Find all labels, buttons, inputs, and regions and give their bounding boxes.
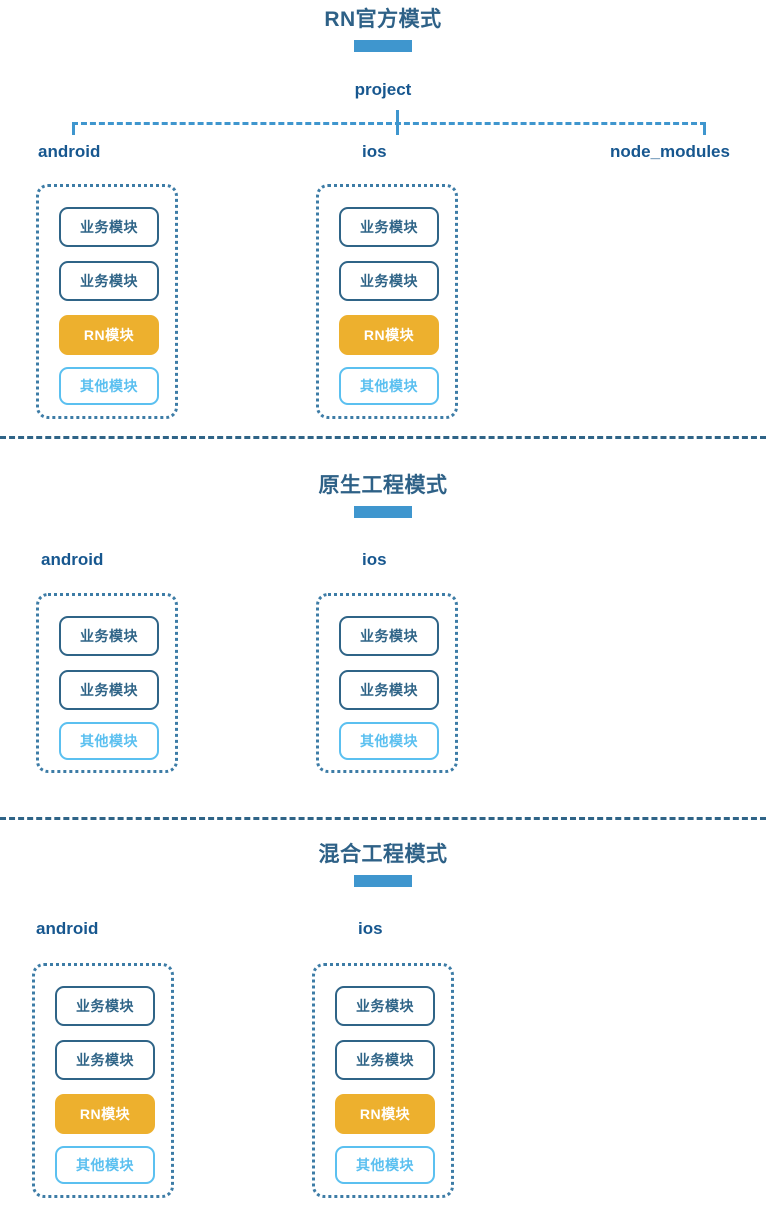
module-chip[interactable]: 其他模块 bbox=[339, 722, 439, 760]
module-chip[interactable]: RN模块 bbox=[339, 315, 439, 355]
section-rn-official-mode: RN官方模式 project android ios node_modules … bbox=[0, 0, 766, 434]
title-accent-bar bbox=[354, 875, 412, 888]
page-title: RN官方模式 bbox=[324, 8, 442, 31]
title-accent-bar bbox=[354, 506, 412, 519]
column-label-android: android bbox=[41, 550, 104, 569]
module-chip[interactable]: 业务模块 bbox=[59, 261, 159, 301]
module-chip[interactable]: 其他模块 bbox=[339, 367, 439, 405]
module-chip[interactable]: RN模块 bbox=[55, 1094, 155, 1134]
section-divider bbox=[0, 436, 766, 439]
package-android: 业务模块 业务模块 RN模块 其他模块 bbox=[32, 963, 174, 1198]
module-chip[interactable]: 业务模块 bbox=[339, 670, 439, 710]
package-ios: 业务模块 业务模块 其他模块 bbox=[316, 593, 458, 773]
section-hybrid-project-mode: 混合工程模式 android ios 业务模块 业务模块 RN模块 其他模块 业… bbox=[0, 819, 766, 1218]
column-label-ios: ios bbox=[358, 919, 383, 938]
module-chip[interactable]: 业务模块 bbox=[339, 207, 439, 247]
section-native-project-mode: 原生工程模式 android ios 业务模块 业务模块 其他模块 业务模块 业… bbox=[0, 438, 766, 803]
module-chip[interactable]: 其他模块 bbox=[59, 367, 159, 405]
title-accent-bar bbox=[354, 40, 412, 53]
package-ios: 业务模块 业务模块 RN模块 其他模块 bbox=[316, 184, 458, 419]
section-title-block: RN官方模式 bbox=[0, 8, 766, 53]
page-title: 原生工程模式 bbox=[318, 474, 448, 497]
column-label-ios: ios bbox=[362, 550, 387, 569]
column-label-android: android bbox=[38, 142, 101, 161]
module-chip[interactable]: 业务模块 bbox=[55, 1040, 155, 1080]
module-chip[interactable]: 业务模块 bbox=[59, 616, 159, 656]
tree-stub-node-modules bbox=[703, 122, 706, 135]
module-chip[interactable]: 业务模块 bbox=[335, 986, 435, 1026]
module-chip[interactable]: 业务模块 bbox=[59, 207, 159, 247]
module-chip[interactable]: 其他模块 bbox=[55, 1146, 155, 1184]
column-label-android: android bbox=[36, 919, 99, 938]
module-chip[interactable]: 业务模块 bbox=[335, 1040, 435, 1080]
module-chip[interactable]: RN模块 bbox=[335, 1094, 435, 1134]
module-chip[interactable]: 业务模块 bbox=[59, 670, 159, 710]
module-chip[interactable]: 业务模块 bbox=[55, 986, 155, 1026]
tree-root-label-project: project bbox=[354, 80, 412, 99]
module-chip[interactable]: 业务模块 bbox=[339, 261, 439, 301]
section-title-block: 混合工程模式 bbox=[0, 843, 766, 888]
tree-stub-ios bbox=[396, 122, 399, 135]
module-chip[interactable]: RN模块 bbox=[59, 315, 159, 355]
section-title-block: 原生工程模式 bbox=[0, 474, 766, 519]
package-ios: 业务模块 业务模块 RN模块 其他模块 bbox=[312, 963, 454, 1198]
page-title: 混合工程模式 bbox=[318, 843, 448, 866]
module-chip[interactable]: 其他模块 bbox=[335, 1146, 435, 1184]
package-android: 业务模块 业务模块 RN模块 其他模块 bbox=[36, 184, 178, 419]
package-android: 业务模块 业务模块 其他模块 bbox=[36, 593, 178, 773]
section-divider bbox=[0, 817, 766, 820]
tree-stub-android bbox=[72, 122, 75, 135]
tree-horizontal-rail bbox=[72, 122, 706, 125]
module-chip[interactable]: 其他模块 bbox=[59, 722, 159, 760]
tree-stub-root bbox=[396, 110, 399, 123]
column-label-node-modules: node_modules bbox=[610, 142, 730, 161]
column-label-ios: ios bbox=[362, 142, 387, 161]
module-chip[interactable]: 业务模块 bbox=[339, 616, 439, 656]
